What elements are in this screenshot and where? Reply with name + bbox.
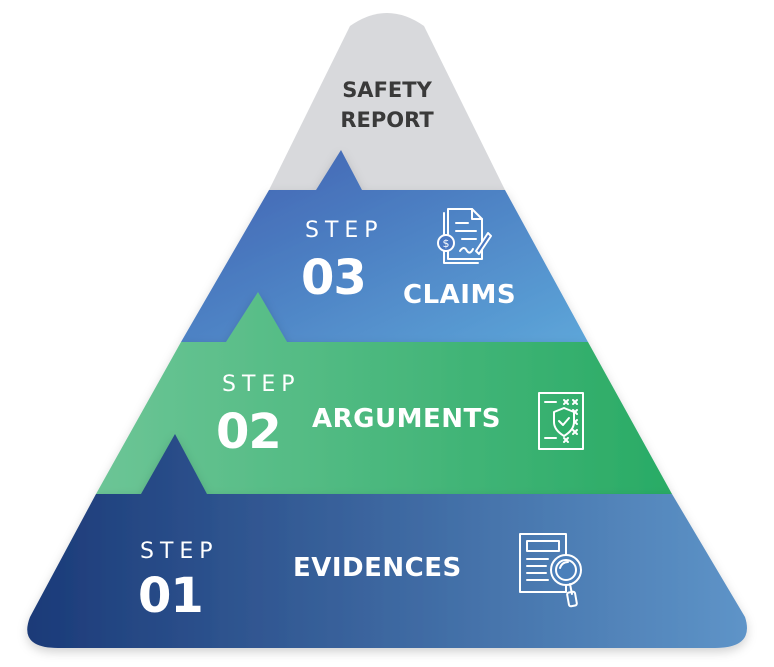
svg-text:$: $	[443, 237, 450, 250]
step-1-word: STEP	[140, 539, 219, 564]
step-2-word: STEP	[222, 372, 301, 397]
tier-3-section	[181, 150, 588, 342]
step-1-number: 01	[138, 568, 204, 624]
step-2-number: 02	[216, 404, 282, 460]
safety-report-title: SAFETY REPORT	[307, 75, 467, 135]
safety-report-line1: SAFETY	[342, 78, 432, 102]
step-3-word: STEP	[305, 218, 384, 243]
tier-2-section	[96, 292, 672, 494]
document-magnifier-icon	[519, 533, 582, 608]
invoice-document-icon: $	[437, 208, 492, 264]
step-3-number: 03	[301, 250, 367, 306]
arguments-title: ARGUMENTS	[312, 404, 501, 434]
safety-report-line2: REPORT	[340, 108, 434, 132]
pyramid-top-section	[269, 13, 505, 190]
evidences-title: EVIDENCES	[293, 553, 462, 583]
shield-checklist-icon	[538, 392, 584, 450]
claims-title: CLAIMS	[403, 280, 517, 310]
